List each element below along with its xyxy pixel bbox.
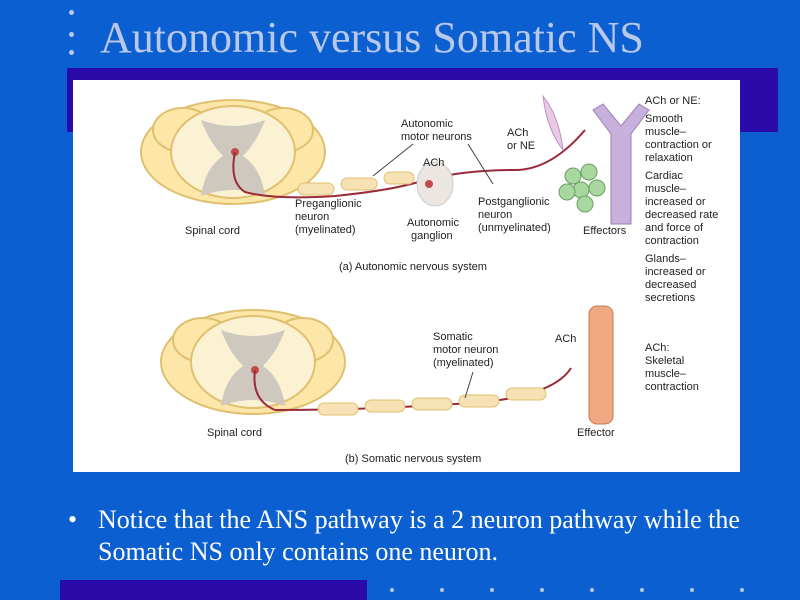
autonomic-spinal-cord-graphic <box>140 99 326 205</box>
somatic-side-notes: ACh: Skeletal muscle– contraction <box>645 342 699 393</box>
accent-bar-top <box>67 68 778 80</box>
svg-text:and force of: and force of <box>645 222 704 234</box>
svg-text:secretions: secretions <box>645 292 696 304</box>
smooth-muscle-cell <box>542 94 564 152</box>
somatic-spinal-cord-graphic <box>160 309 346 415</box>
svg-text:muscle–: muscle– <box>645 183 687 195</box>
slide-title: Autonomic versus Somatic NS <box>100 13 644 62</box>
svg-text:Glands–: Glands– <box>645 253 687 265</box>
autonomic-side-notes: ACh or NE: Smooth muscle– contraction or… <box>645 95 718 304</box>
autonomic-caption: (a) Autonomic nervous system <box>339 261 487 273</box>
autonomic-spinal-cord-label: Spinal cord <box>185 225 240 237</box>
gland-structure <box>592 103 650 225</box>
preganglionic-label: (myelinated) <box>295 224 356 236</box>
somatic-neuron-label: motor neuron <box>433 344 498 356</box>
somatic-neuron-label: (myelinated) <box>433 357 494 369</box>
preganglionic-label: Preganglionic <box>295 198 362 210</box>
svg-text:Smooth: Smooth <box>645 113 683 125</box>
somatic-ach-label: ACh <box>555 333 576 345</box>
decorative-dots <box>380 588 780 594</box>
svg-text:muscle–: muscle– <box>645 126 687 138</box>
ganglion-label: ganglion <box>411 230 453 242</box>
ach-or-ne-label: ACh <box>507 127 528 139</box>
ganglion-label: Autonomic <box>407 217 459 229</box>
accent-bar-right <box>740 68 778 132</box>
postganglionic-label: neuron <box>478 209 512 221</box>
effector-label: Effector <box>577 427 615 439</box>
title-bullet-dots <box>66 10 78 58</box>
svg-text:decreased rate: decreased rate <box>645 209 718 221</box>
postganglionic-label: (unmyelinated) <box>478 222 551 234</box>
autonomic-nerve-path <box>232 129 586 199</box>
ganglion-ach-label: ACh <box>423 157 444 169</box>
svg-text:contraction or: contraction or <box>645 139 712 151</box>
somatic-caption: (b) Somatic nervous system <box>345 453 481 465</box>
leader-line <box>467 143 494 185</box>
svg-text:relaxation: relaxation <box>645 152 693 164</box>
nervous-system-diagram: Spinal cord Autonomic motor neurons ACh … <box>73 80 740 472</box>
svg-text:contraction: contraction <box>645 235 699 247</box>
preganglionic-label: neuron <box>295 211 329 223</box>
bullet-text: Notice that the ANS pathway is a 2 neuro… <box>98 505 740 566</box>
autonomic-motor-neurons-label: motor neurons <box>401 131 472 143</box>
svg-text:decreased: decreased <box>645 279 696 291</box>
autonomic-motor-neurons-label: Autonomic <box>401 118 453 130</box>
accent-bar-left <box>67 68 75 132</box>
skeletal-muscle-fiber <box>588 305 614 425</box>
svg-text:increased or: increased or <box>645 196 706 208</box>
preganglionic-myelin-segments <box>297 171 415 196</box>
effectors-label: Effectors <box>583 225 627 237</box>
svg-text:Cardiac: Cardiac <box>645 170 683 182</box>
svg-text:Skeletal: Skeletal <box>645 355 684 367</box>
bullet-marker: • <box>68 505 78 534</box>
somatic-spinal-cord-label: Spinal cord <box>207 427 262 439</box>
svg-text:ACh:: ACh: <box>645 342 669 354</box>
cardiac-muscle-cells <box>558 163 606 213</box>
somatic-neuron-label: Somatic <box>433 331 473 343</box>
ach-or-ne-label: or NE <box>507 140 535 152</box>
postganglionic-label: Postganglionic <box>478 196 550 208</box>
leader-line <box>464 371 474 399</box>
somatic-myelin-segments <box>317 387 547 416</box>
accent-bar-bottom <box>60 580 367 600</box>
svg-text:contraction: contraction <box>645 381 699 393</box>
leader-line <box>372 143 414 177</box>
autonomic-ganglion <box>416 161 454 207</box>
svg-text:ACh or NE:: ACh or NE: <box>645 95 701 107</box>
svg-text:increased or: increased or <box>645 266 706 278</box>
svg-text:muscle–: muscle– <box>645 368 687 380</box>
